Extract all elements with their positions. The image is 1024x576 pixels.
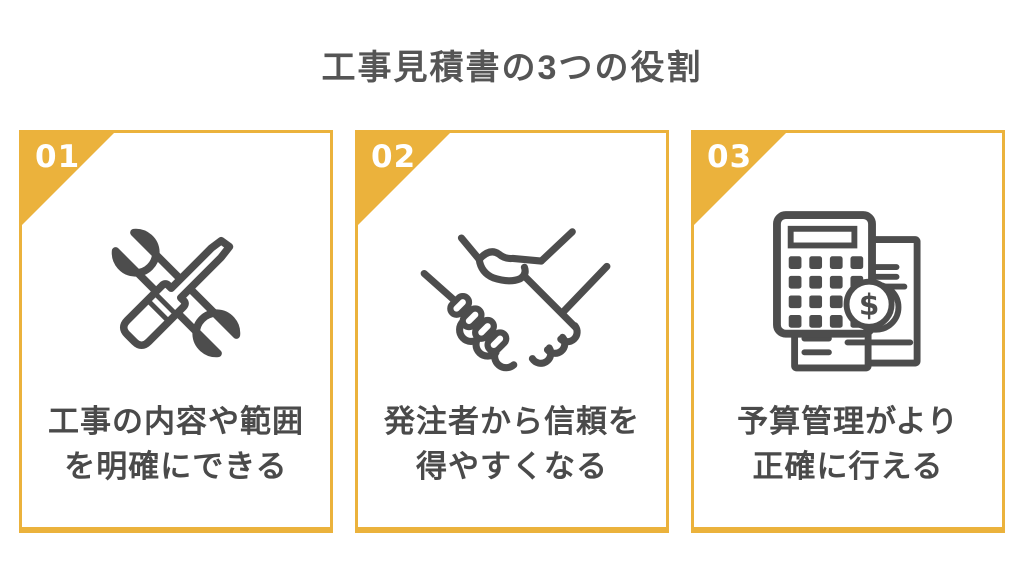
card-02-text-line2: 得やすくなる <box>416 449 608 484</box>
card-02-text: 発注者から信頼を 得やすくなる <box>358 399 666 489</box>
card-01-number: 01 <box>35 139 81 175</box>
page-title: 工事見積書の3つの役割 <box>321 49 703 87</box>
card-03-number: 03 <box>707 139 753 175</box>
wrench-screwdriver-icon <box>111 228 241 357</box>
card-02-text-line1: 発注者から信頼を <box>384 404 640 439</box>
card-03: 03 <box>691 130 1005 533</box>
card-01-text-line2: を明確にできる <box>64 449 288 484</box>
card-02-number: 02 <box>371 139 417 175</box>
card-01: 01 工事の内容や範囲 を明確にできる <box>19 130 333 533</box>
card-01-text: 工事の内容や範囲 を明確にできる <box>22 399 330 489</box>
calculator-document-dollar-icon: $ <box>772 211 921 372</box>
card-02-icon-area <box>358 195 666 390</box>
card-02: 02 <box>355 130 669 533</box>
cards-row: 01 工事の内容や範囲 を明確にできる <box>19 130 1005 533</box>
dollar-symbol: $ <box>858 288 878 322</box>
handshake-icon <box>420 227 611 371</box>
card-03-icon-area: $ <box>694 195 1002 390</box>
card-03-text: 予算管理がより 正確に行える <box>694 399 1002 489</box>
card-03-text-line2: 正確に行える <box>752 449 944 484</box>
card-01-icon-area <box>22 195 330 390</box>
card-03-text-line1: 予算管理がより <box>737 404 959 439</box>
card-01-text-line1: 工事の内容や範囲 <box>48 404 304 439</box>
